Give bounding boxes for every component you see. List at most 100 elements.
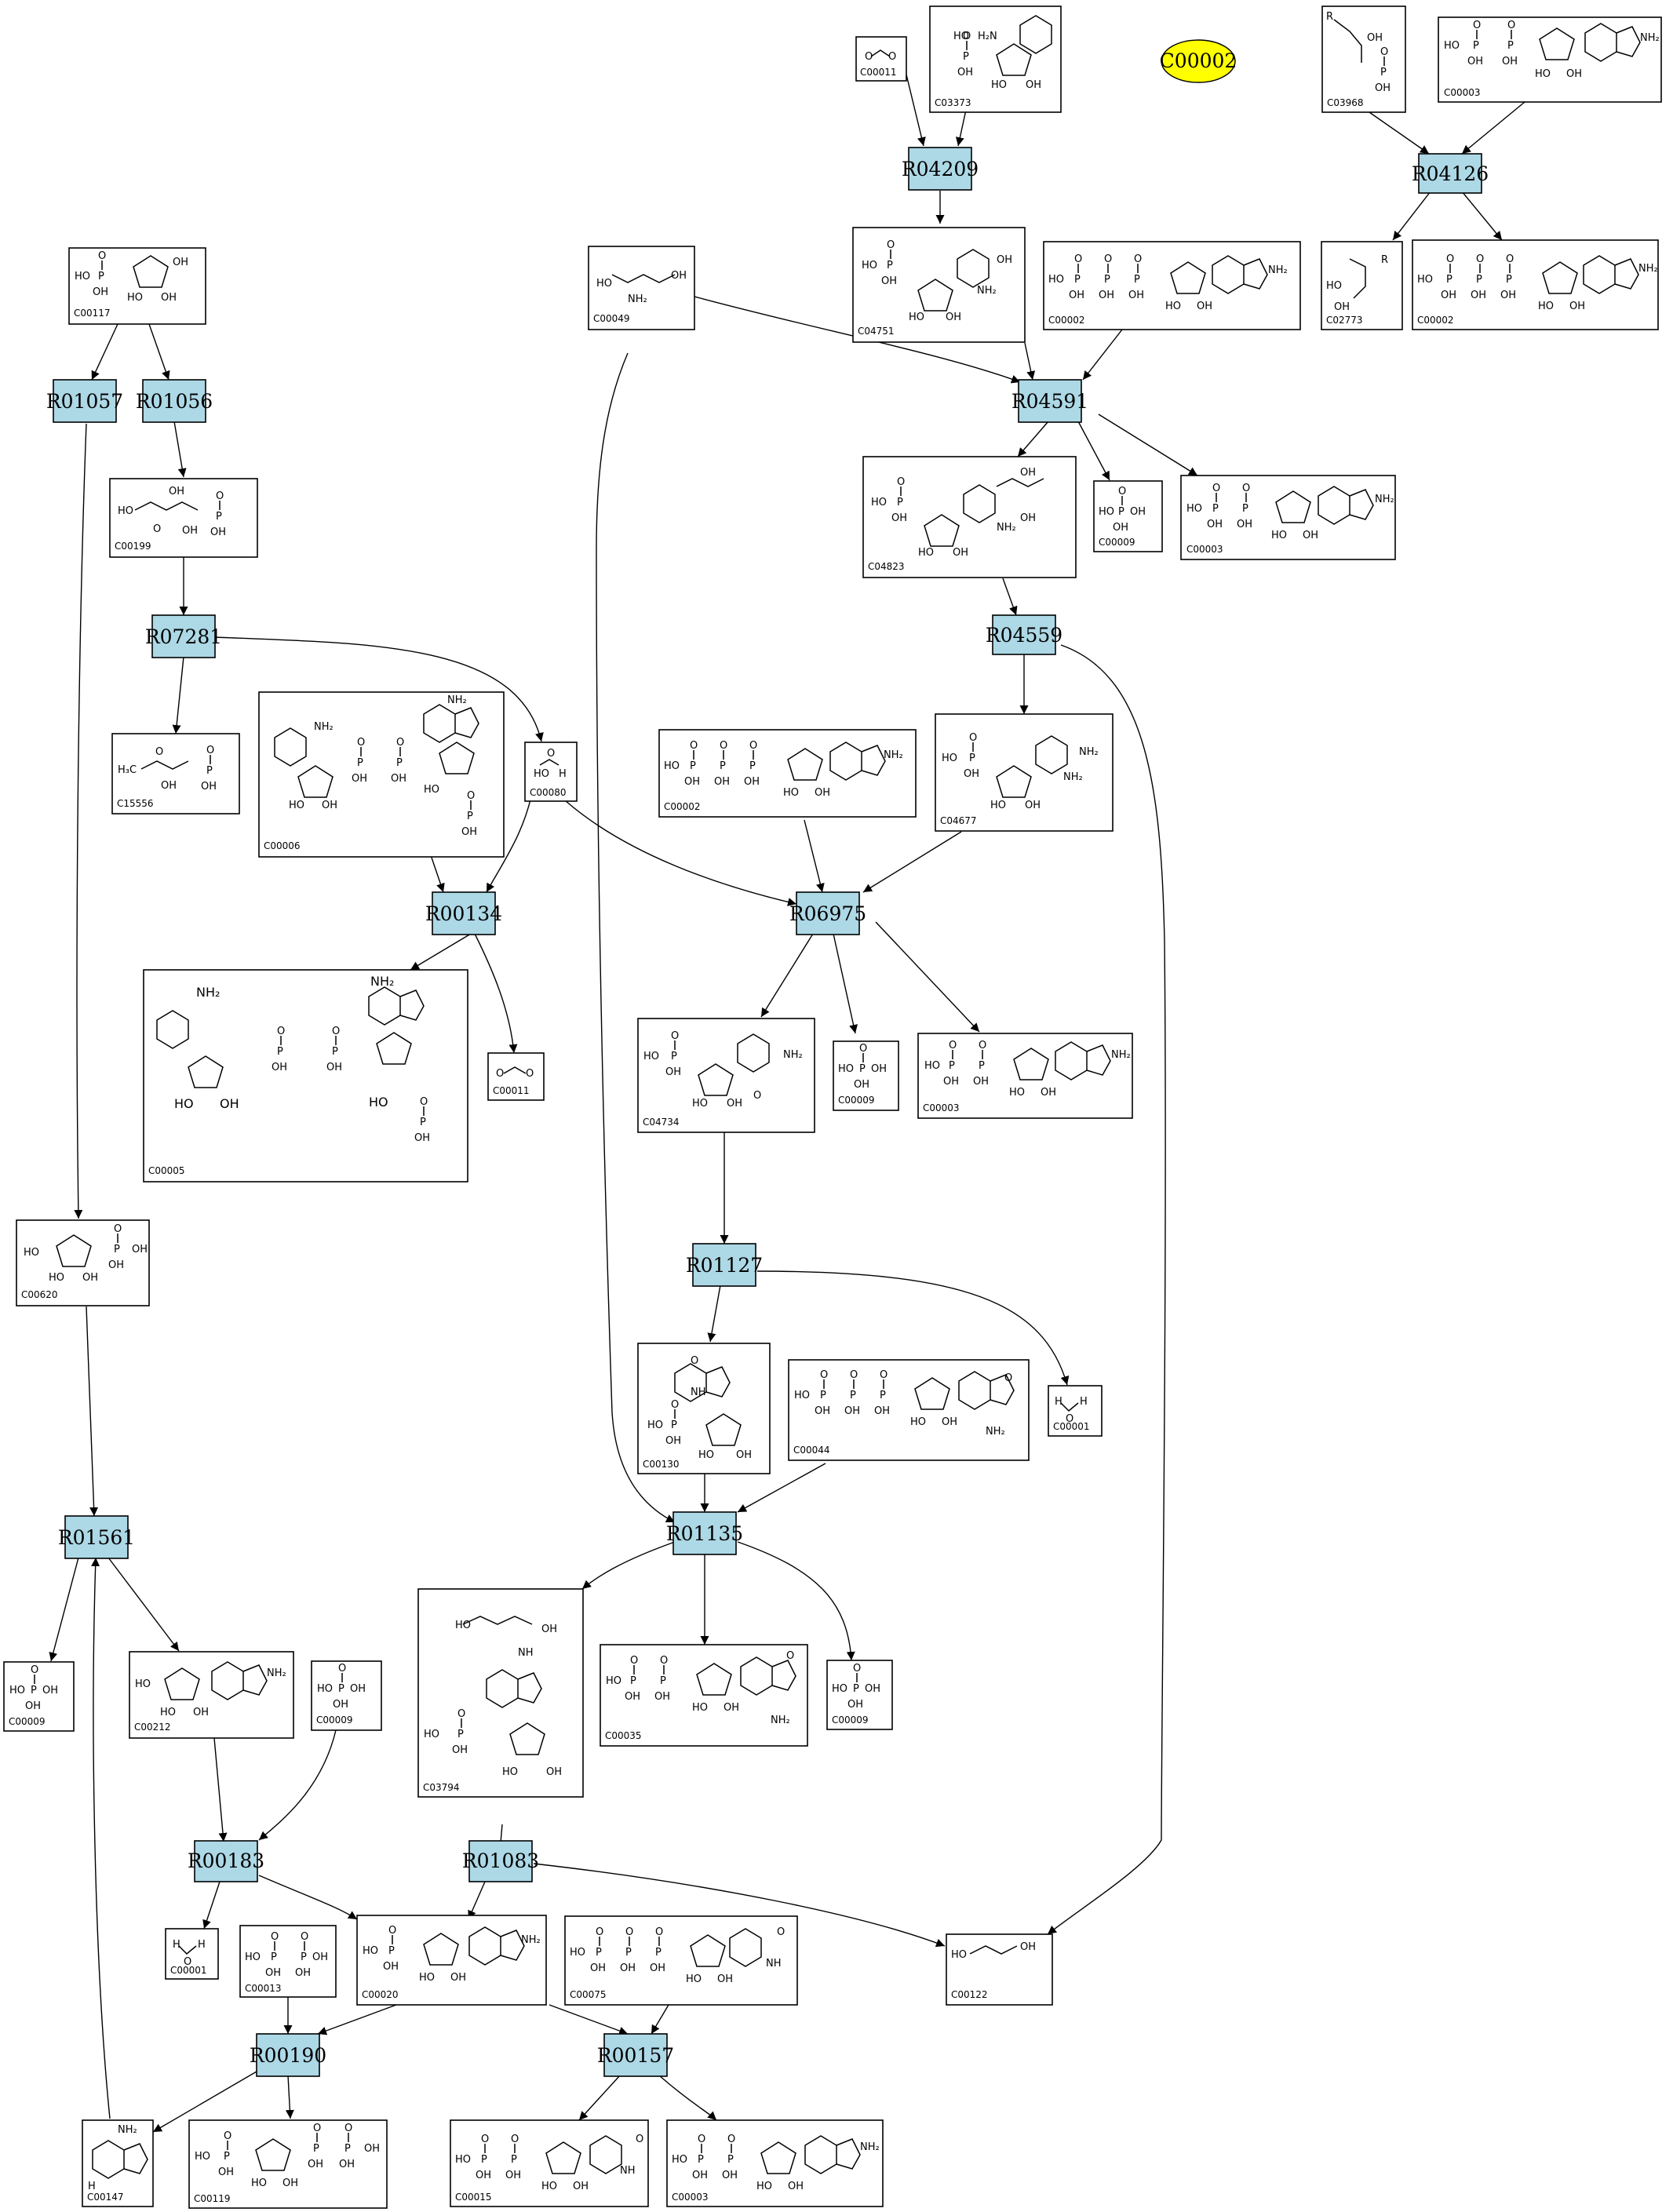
- compound-label: C00620: [21, 1289, 58, 1300]
- svg-text:OH: OH: [132, 1244, 148, 1255]
- svg-text:H: H: [173, 1939, 180, 1951]
- reaction-node[interactable]: R01057: [46, 379, 123, 423]
- svg-text:H: H: [1055, 1396, 1062, 1408]
- svg-text:HO: HO: [135, 1678, 151, 1690]
- reaction-node[interactable]: R04126: [1412, 153, 1489, 194]
- compound-label: C00009: [838, 1095, 875, 1106]
- reaction-node[interactable]: R07281: [145, 614, 222, 658]
- edge: [317, 2004, 397, 2035]
- reaction-node[interactable]: R01135: [666, 1511, 743, 1555]
- reaction-node[interactable]: R04591: [1011, 379, 1088, 423]
- compound-node[interactable]: ROH C03968: [1321, 5, 1406, 113]
- edge: [213, 1737, 228, 1842]
- reaction-node[interactable]: R00157: [597, 2033, 674, 2077]
- edge: [737, 1463, 826, 1513]
- reaction-node[interactable]: R01561: [58, 1515, 135, 1559]
- svg-text:HO: HO: [1009, 1087, 1025, 1099]
- reaction-node[interactable]: R00190: [250, 2033, 326, 2077]
- reaction-node[interactable]: R00183: [188, 1840, 264, 1882]
- compound-label: C00049: [593, 313, 630, 324]
- edge: [581, 1541, 676, 1590]
- compound-label: C00001: [170, 1965, 207, 1976]
- svg-text:OH: OH: [788, 2181, 804, 2192]
- svg-text:NH₂: NH₂: [1079, 746, 1099, 758]
- reaction-node[interactable]: R00134: [425, 891, 502, 935]
- svg-text:HO: HO: [534, 768, 549, 780]
- svg-text:O: O: [526, 1068, 534, 1080]
- reaction-node[interactable]: R01083: [462, 1840, 539, 1882]
- compound-label: C00002: [1048, 315, 1085, 326]
- compound-label: C00013: [245, 1983, 282, 1994]
- compound-label: C00035: [605, 1730, 642, 1741]
- reaction-label: R01127: [686, 1254, 763, 1277]
- svg-text:HO: HO: [289, 800, 304, 811]
- svg-text:HO: HO: [1048, 274, 1064, 286]
- reaction-layer: R04209 R04126 R01057 R01056 R04591 R0728…: [46, 147, 1489, 2077]
- svg-text:R: R: [1381, 254, 1388, 266]
- svg-text:HO: HO: [174, 1096, 194, 1111]
- reaction-node[interactable]: R04559: [986, 614, 1062, 655]
- compound-label: C04823: [868, 561, 905, 572]
- reaction-node[interactable]: R06975: [789, 891, 866, 935]
- edge: [258, 1729, 337, 1841]
- svg-text:OH: OH: [946, 312, 961, 323]
- reaction-node[interactable]: R01056: [136, 379, 213, 423]
- reaction-label: R00190: [250, 2044, 326, 2067]
- svg-text:NH₂: NH₂: [884, 749, 903, 761]
- edge: [1082, 329, 1123, 381]
- edge: [49, 1557, 79, 1662]
- svg-text:OH: OH: [1020, 467, 1036, 479]
- svg-text:HO: HO: [369, 1095, 388, 1110]
- svg-text:OH: OH: [350, 1683, 366, 1695]
- edge: [533, 1863, 946, 1948]
- compound-label: C00009: [316, 1715, 353, 1726]
- reaction-node[interactable]: R04209: [902, 147, 979, 191]
- svg-text:NH: NH: [766, 1958, 782, 1970]
- compound-label: C00009: [832, 1715, 869, 1726]
- highlight-node-C00002[interactable]: C00002: [1160, 39, 1237, 83]
- reaction-node[interactable]: R01127: [686, 1243, 763, 1287]
